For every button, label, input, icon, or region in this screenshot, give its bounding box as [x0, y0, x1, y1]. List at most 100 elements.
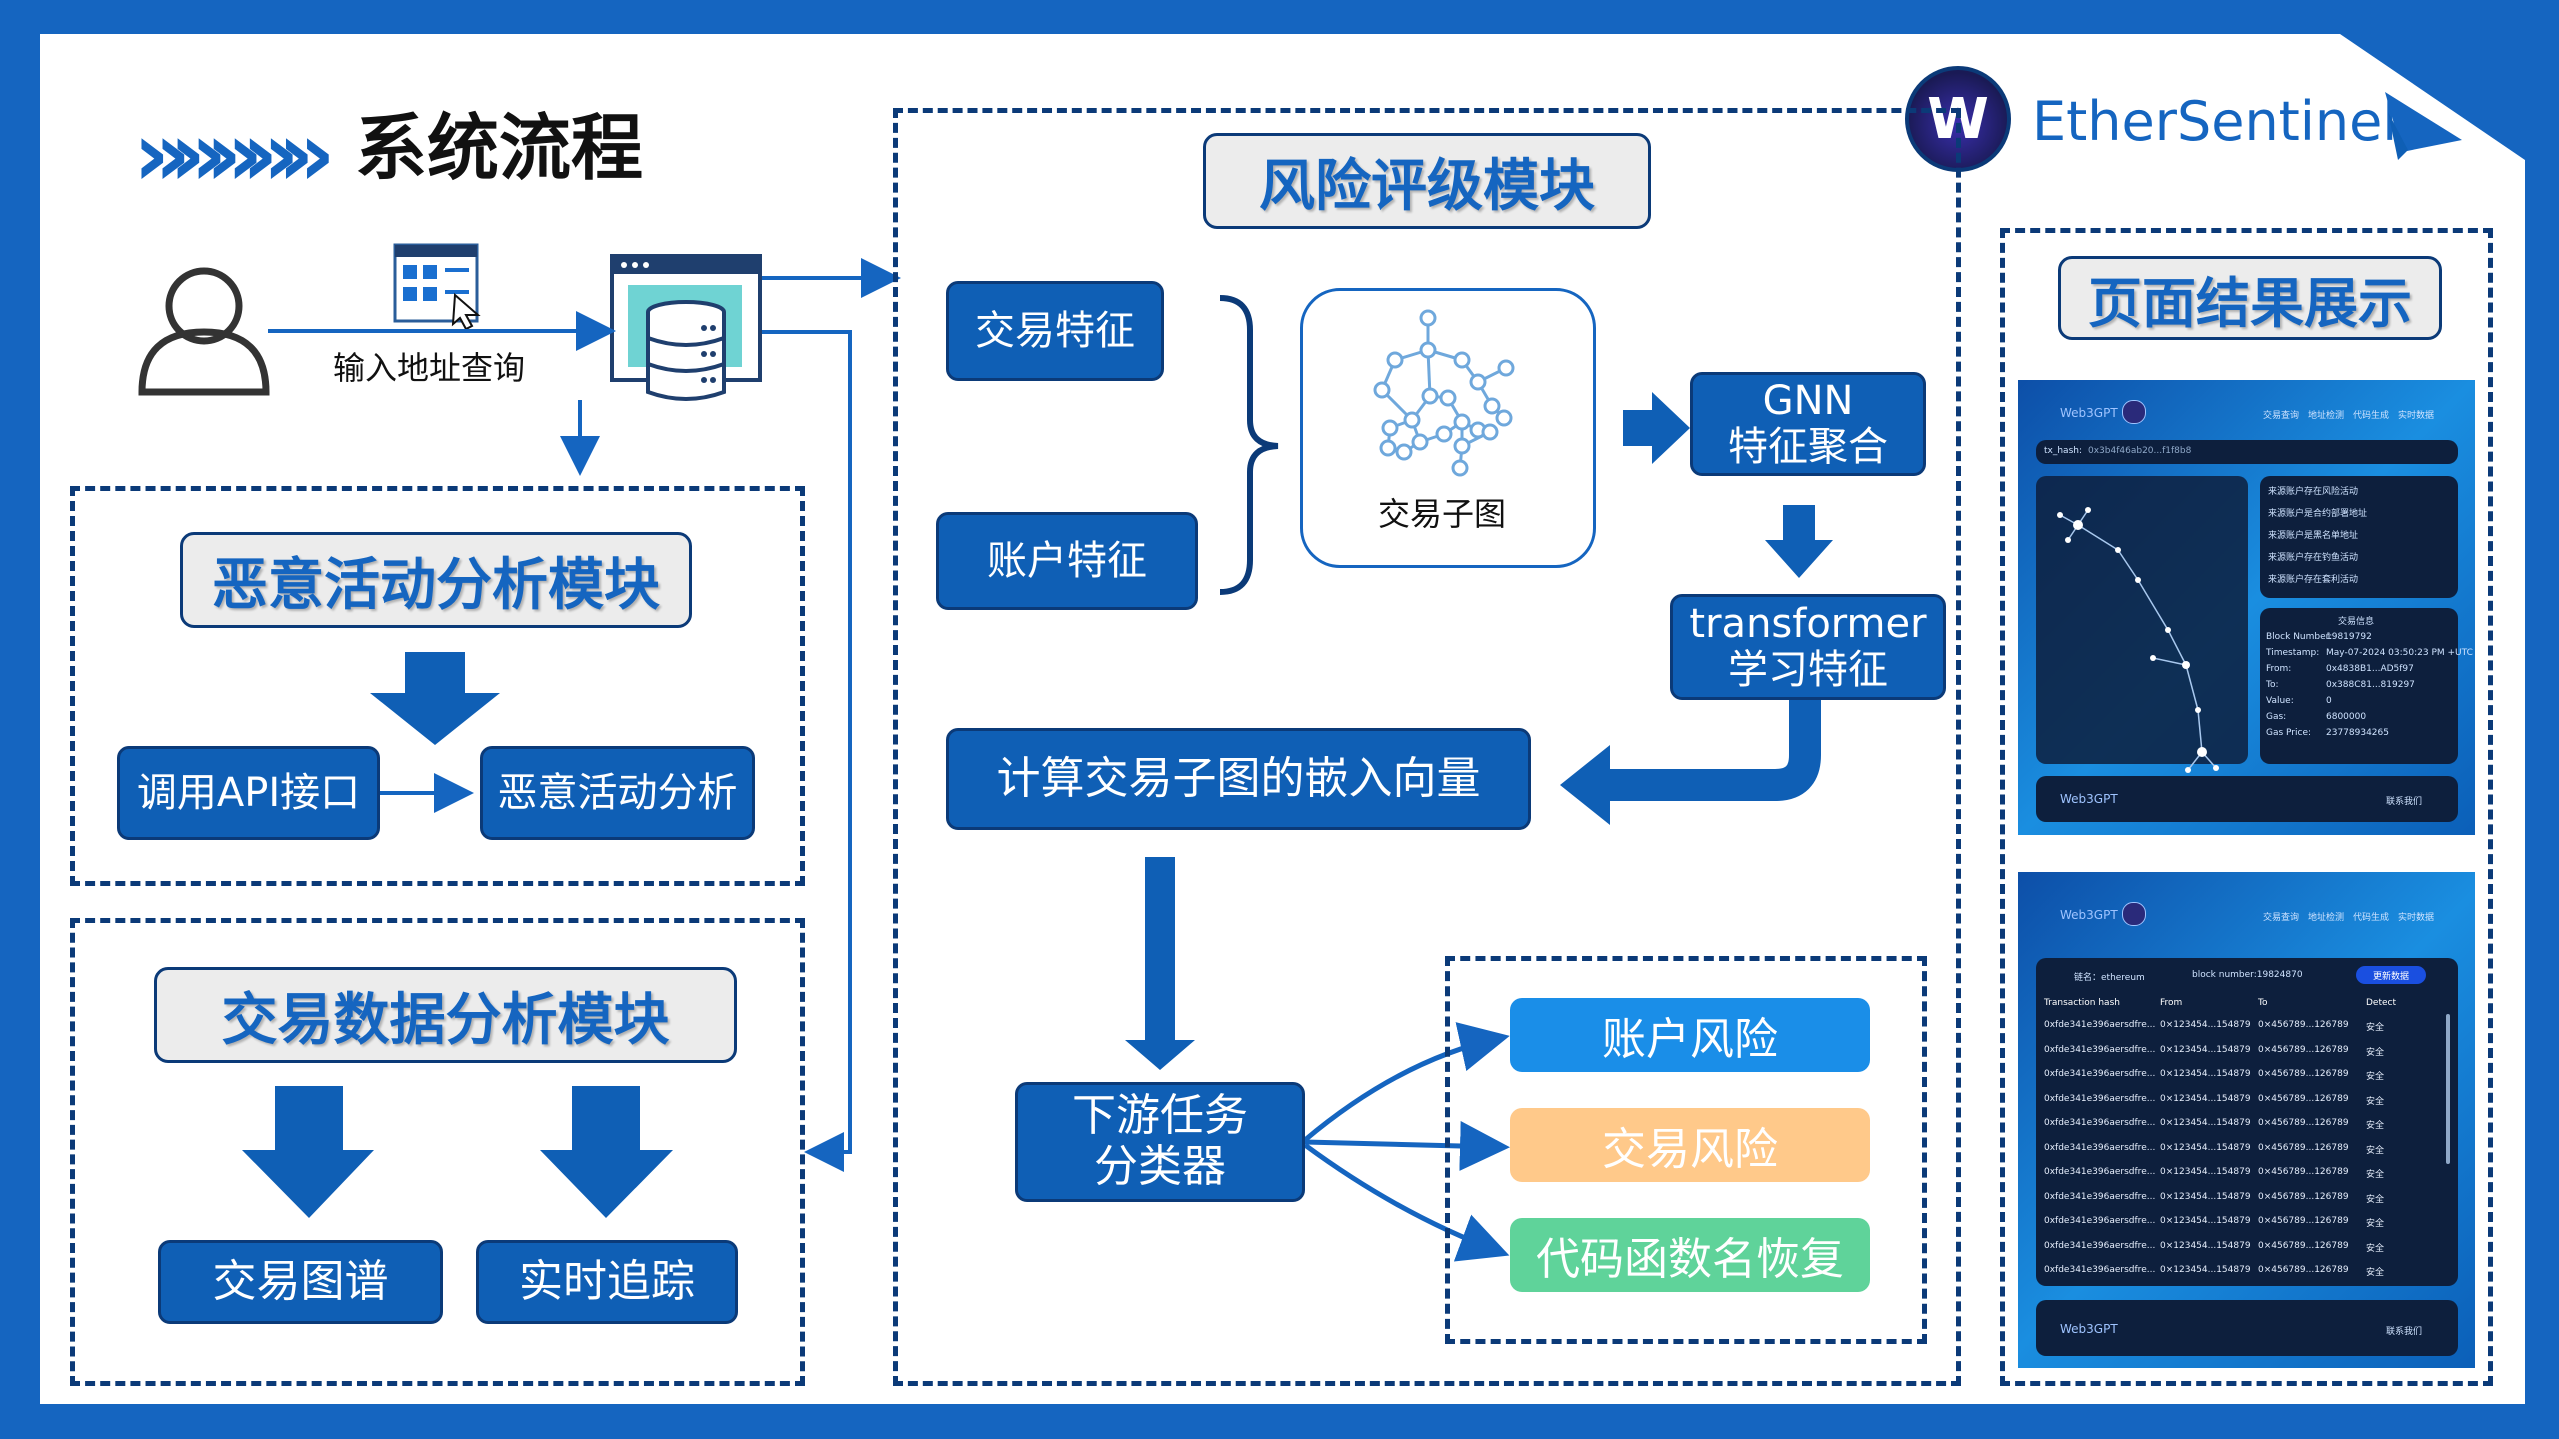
output-frame	[1445, 956, 1927, 1344]
risk-module-title: 风险评级模块	[1203, 133, 1651, 229]
shot2-cell: 安全	[2366, 1072, 2385, 1082]
shot1-info-value-1: May-07-2024 03:50:23 PM +UTC	[2326, 648, 2473, 658]
shot2-cell: 0×456789...126789	[2258, 1265, 2349, 1275]
shot2-cell: 安全	[2366, 1243, 2385, 1254]
shot2-cell: 安全	[2366, 1023, 2385, 1033]
shot2-cell: 0×123454...154879	[2160, 1069, 2251, 1079]
shot1-brand-logo	[2122, 400, 2146, 424]
shot2-cell: 0xfde341e396aersdfre...	[2044, 1069, 2156, 1079]
shot2-footer-brand: Web3GPT	[2060, 1322, 2118, 1336]
classifier-box: 下游任务 分类器	[1015, 1082, 1305, 1202]
account-feature-box: 账户特征	[936, 512, 1198, 610]
shot2-block-label: block number:19824870	[2192, 970, 2303, 980]
shot1-footer-link[interactable]: 联系我们	[2386, 797, 2423, 807]
account-risk-box: 账户风险	[1510, 998, 1870, 1072]
shot2-nav-0[interactable]: 交易查询	[2263, 913, 2300, 923]
shot2-cell: 0×123454...154879	[2160, 1216, 2251, 1226]
shot2-brand: Web3GPT	[2060, 908, 2118, 922]
shot2-cell: 0×123454...154879	[2160, 1044, 2251, 1055]
shot2-cell: 0×456789...126789	[2258, 1167, 2349, 1177]
shot2-nav-2[interactable]: 代码生成	[2353, 913, 2390, 923]
realtime-tracking-box: 实时追踪	[476, 1240, 738, 1324]
shot2-cell: 安全	[2366, 1194, 2385, 1205]
shot2-scrollbar[interactable]	[2446, 1014, 2450, 1164]
subgraph-label: 交易子图	[1378, 495, 1507, 533]
malicious-module-frame	[70, 486, 805, 886]
shot2-cell: 安全	[2366, 1096, 2385, 1107]
shot1-alert-4: 来源账户存在套利活动	[2268, 575, 2359, 585]
shot2-cell: 0×456789...126789	[2258, 1020, 2349, 1030]
query-label: 输入地址查询	[333, 349, 526, 387]
shot2-refresh-button[interactable]: 更新数据	[2356, 966, 2426, 984]
shot2-cell: 安全	[2366, 1170, 2385, 1180]
shot2-cell: 0×456789...126789	[2258, 1240, 2349, 1251]
shot1-info-value-0: 19819792	[2326, 632, 2372, 642]
shot2-cell: 0xfde341e396aersdfre...	[2044, 1142, 2156, 1153]
shot1-info-title: 交易信息	[2338, 617, 2375, 627]
risk-module-frame	[893, 108, 1961, 1386]
header-arrow-icon: »»»»»	[133, 102, 336, 207]
shot2-brand-logo	[2122, 902, 2146, 926]
shot1-nav-3[interactable]: 实时数据	[2398, 411, 2435, 421]
shot1-nav-2[interactable]: 代码生成	[2353, 411, 2390, 421]
tx-graph-box: 交易图谱	[158, 1240, 443, 1324]
shot1-nav-1[interactable]: 地址检测	[2308, 411, 2345, 421]
shot1-info-value-2: 0x4838B1...AD5f97	[2326, 664, 2414, 674]
result-screenshot-table: Web3GPT 交易查询 地址检测 代码生成 实时数据 链名：ethereum …	[2018, 872, 2475, 1368]
shot1-graph	[2057, 507, 2219, 773]
shot2-cell: 0xfde341e396aersdfre...	[2044, 1167, 2156, 1177]
shot2-col-to: To	[2258, 998, 2268, 1008]
shot2-nav-1[interactable]: 地址检测	[2308, 913, 2345, 923]
shot2-cell: 0xfde341e396aersdfre...	[2044, 1020, 2156, 1030]
classifier-label-1: 下游任务	[1072, 1090, 1248, 1142]
shot1-info-value-6: 23778934265	[2326, 728, 2389, 738]
shot1-info-label-2: From:	[2266, 664, 2292, 674]
shot2-cell: 安全	[2366, 1219, 2385, 1229]
shot2-cell: 0xfde341e396aersdfre...	[2044, 1044, 2156, 1055]
shot2-cell: 0×123454...154879	[2160, 1142, 2251, 1153]
transformer-label-2: 学习特征	[1728, 647, 1888, 693]
shot2-cell: 0×123454...154879	[2160, 1093, 2251, 1104]
tx-data-module-frame	[70, 918, 805, 1386]
shot1-alert-3: 来源账户存在钓鱼活动	[2268, 553, 2359, 563]
shot2-cell: 0×456789...126789	[2258, 1093, 2349, 1104]
shot2-cell: 0xfde341e396aersdfre...	[2044, 1191, 2156, 1202]
shot2-nav-3[interactable]: 实时数据	[2398, 913, 2435, 923]
shot2-cell: 安全	[2366, 1047, 2385, 1058]
shot2-col-detect: Detect	[2366, 998, 2397, 1008]
shot1-info-label-3: To:	[2266, 680, 2279, 690]
result-screenshot-detail: Web3GPT 交易查询 地址检测 代码生成 实时数据 tx_hash: 0x3…	[2018, 380, 2475, 835]
shot2-footer-link[interactable]: 联系我们	[2386, 1327, 2423, 1337]
shot2-cell: 安全	[2366, 1121, 2385, 1131]
shot2-cell: 安全	[2366, 1145, 2385, 1156]
shot2-table-panel: 链名：ethereum block number:19824870 更新数据 T…	[2036, 958, 2458, 1286]
gnn-label-2: 特征聚合	[1728, 424, 1888, 470]
shot1-alerts-panel: 来源账户存在风险活动 来源账户是合约部署地址 来源账户是黑名单地址 来源账户存在…	[2260, 476, 2458, 598]
result-module-frame	[2000, 228, 2493, 1386]
shot1-info-value-5: 6800000	[2326, 712, 2367, 722]
shot1-info-label-1: Timestamp:	[2266, 648, 2320, 658]
shot1-alert-0: 来源账户存在风险活动	[2268, 487, 2359, 497]
shot2-chain-label: 链名：ethereum	[2074, 973, 2145, 983]
shot1-info-label-5: Gas:	[2266, 712, 2287, 722]
page-title: 系统流程	[355, 106, 644, 190]
shot1-footer: Web3GPT 联系我们	[2036, 776, 2458, 822]
malicious-module-title: 恶意活动分析模块	[180, 532, 692, 628]
shot2-col-from: From	[2160, 998, 2183, 1008]
shot1-alert-1: 来源账户是合约部署地址	[2268, 509, 2368, 519]
shot1-nav-0[interactable]: 交易查询	[2263, 411, 2300, 421]
shot1-hash-label: tx_hash:	[2044, 446, 2082, 456]
shot2-cell: 0×456789...126789	[2258, 1118, 2349, 1128]
shot1-info-value-3: 0x388C81...819297	[2326, 680, 2415, 690]
shot2-cell: 0×123454...154879	[2160, 1240, 2251, 1251]
shot1-info-label-6: Gas Price:	[2266, 728, 2312, 738]
shot2-cell: 0xfde341e396aersdfre...	[2044, 1265, 2156, 1275]
